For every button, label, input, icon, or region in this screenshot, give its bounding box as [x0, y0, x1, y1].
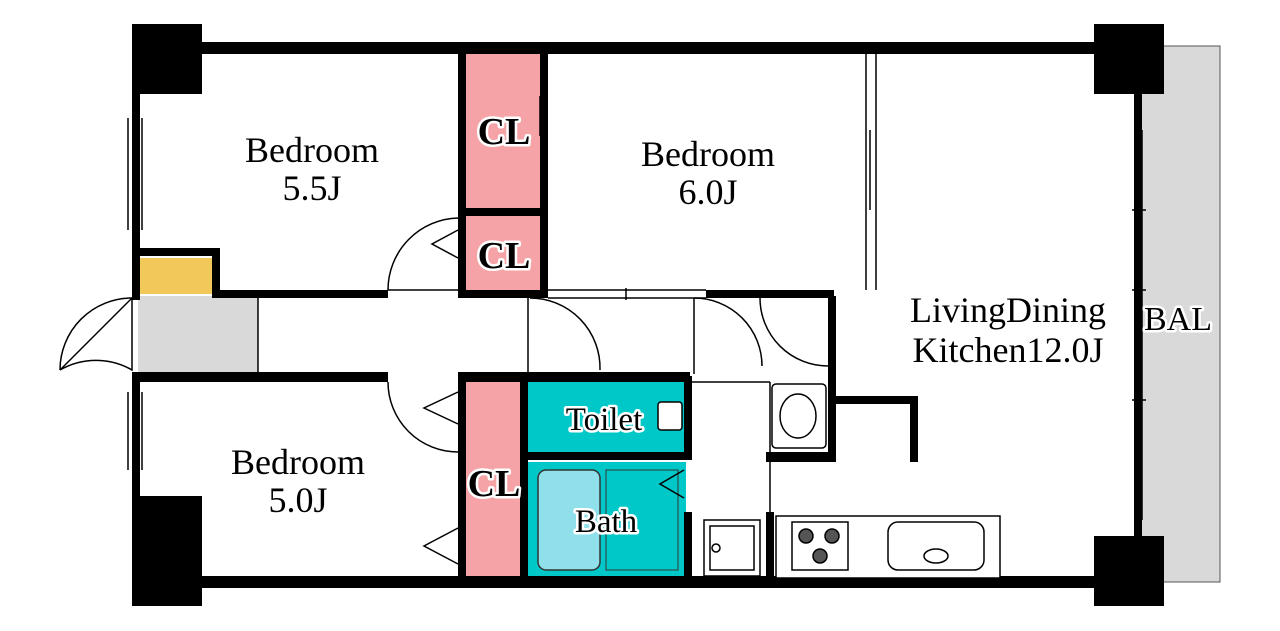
- bedroom-sw-size: 5.0J: [268, 480, 327, 520]
- sink: [887, 521, 985, 571]
- closet-top: [466, 50, 540, 208]
- ldk-label-line2: Kitchen12.0J: [913, 330, 1104, 370]
- door-swings: [59, 96, 871, 565]
- closet-top-label: CL: [478, 111, 531, 153]
- shoe-cabinet: [140, 258, 212, 294]
- closet-bottom-label: CL: [468, 463, 521, 505]
- balcony-label: BAL: [1144, 301, 1212, 338]
- bedroom-sw-label: Bedroom: [231, 442, 365, 482]
- entry-floor: [138, 296, 258, 374]
- thin-lines: [127, 54, 1146, 520]
- closet-bottom: [466, 378, 520, 578]
- fixtures: [657, 383, 1001, 579]
- balcony-area: [1139, 45, 1221, 583]
- walls: [132, 24, 1164, 606]
- toilet-fixture: [657, 401, 683, 431]
- bath-label: Bath: [575, 504, 638, 540]
- closet-mid-label: CL: [478, 235, 531, 277]
- toilet-label: Toilet: [566, 402, 643, 438]
- bathtub: [537, 469, 601, 571]
- ldk-label-line1: LivingDining: [910, 290, 1106, 330]
- bedroom-nw-label: Bedroom: [245, 130, 379, 170]
- closet-mid: [466, 216, 540, 292]
- bedroom-n-size: 6.0J: [678, 172, 737, 212]
- bedroom-n-label: Bedroom: [641, 134, 775, 174]
- bedroom-nw-size: 5.5J: [282, 168, 341, 208]
